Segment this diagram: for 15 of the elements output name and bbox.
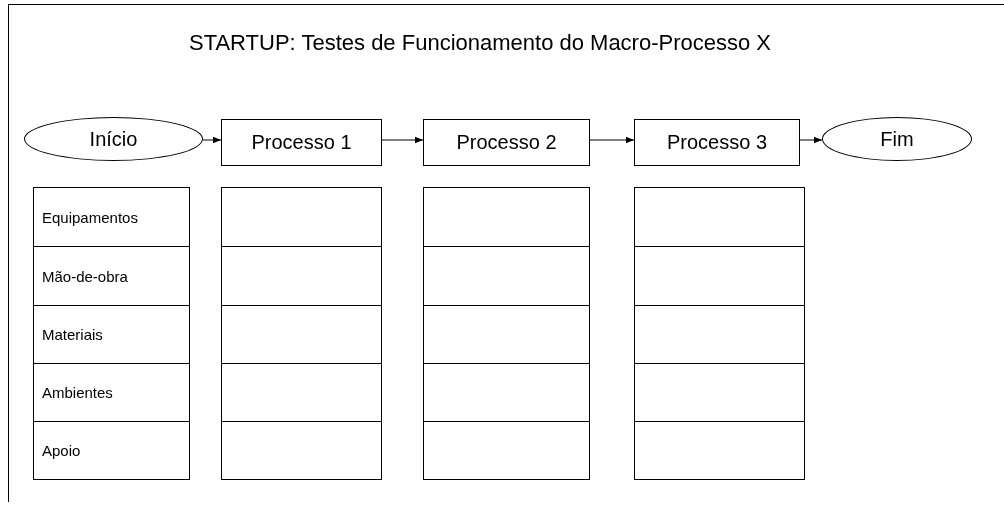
process-box: Processo 3 <box>634 119 800 166</box>
title: STARTUP: Testes de Funcionamento do Macro-Processo X <box>187 30 772 57</box>
row-label: Materiais <box>33 305 190 364</box>
process-box: Processo 2 <box>423 119 590 166</box>
arrow <box>799 136 823 144</box>
terminal-ellipse: Fim <box>822 117 972 161</box>
arrow <box>589 136 635 144</box>
row-label: Ambientes <box>33 363 190 422</box>
row-label: Equipamentos <box>33 187 190 247</box>
row-label: Mão-de-obra <box>33 246 190 306</box>
row-label: Apoio <box>33 421 190 480</box>
arrow <box>202 136 222 144</box>
arrow <box>381 136 424 144</box>
terminal-ellipse: Início <box>24 117 203 161</box>
process-box: Processo 1 <box>221 119 382 166</box>
